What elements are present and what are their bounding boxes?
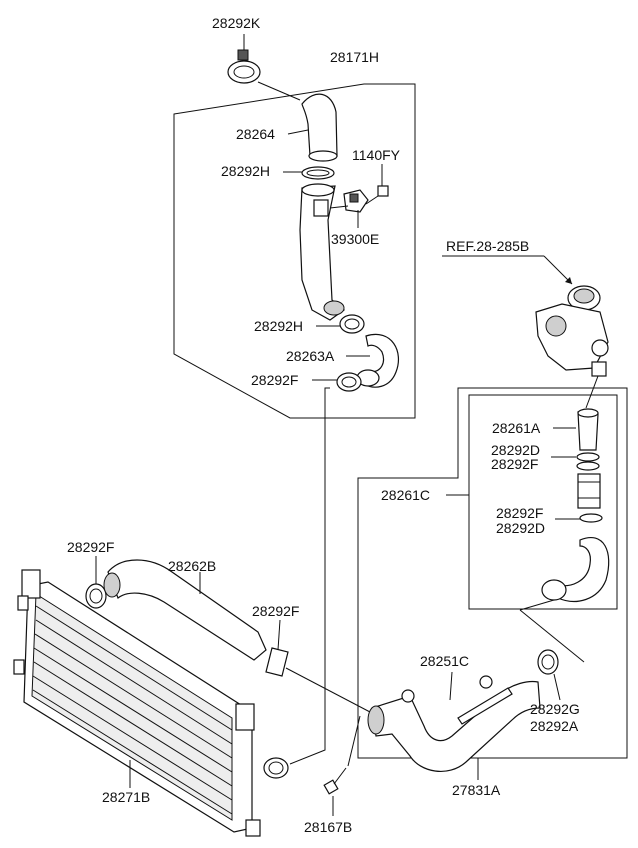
label-28292h-mid: 28292H — [254, 318, 303, 334]
label-28261c: 28261C — [381, 487, 430, 503]
label-28292f-b: 28292F — [496, 505, 543, 521]
sensor-39300e — [329, 189, 369, 213]
label-28292k: 28292K — [212, 15, 261, 31]
label-28292h-top: 28292H — [221, 163, 270, 179]
label-28292f-a: 28292F — [491, 456, 538, 472]
label-39300e: 39300E — [331, 231, 379, 247]
label-ref-28-285b: REF.28-285B — [446, 238, 529, 254]
label-28292g: 28292G — [530, 701, 580, 717]
label-28262b: 28262B — [168, 558, 216, 574]
clamp-28292f-left — [85, 583, 107, 609]
clamp-28292h-top — [301, 166, 335, 180]
group-box-27831a — [357, 387, 628, 759]
label-28292a: 28292A — [530, 718, 579, 734]
group-box-28171h — [173, 83, 416, 419]
bolt-28167b — [323, 715, 361, 795]
label-28292f-center: 28292F — [252, 603, 299, 619]
clamp-28292f-top — [336, 372, 362, 392]
label-27831a: 27831A — [452, 782, 501, 798]
hose-28262b — [103, 559, 267, 661]
clamp-28292h-mid — [339, 314, 365, 334]
label-28261a: 28261A — [492, 420, 541, 436]
hose-28263a — [356, 333, 400, 388]
clamp-28292f-28292d-lower — [579, 513, 603, 523]
label-28251c: 28251C — [420, 653, 469, 669]
bolt-1140fy — [365, 185, 389, 205]
hose-28264 — [301, 93, 338, 162]
label-28263a: 28263A — [286, 348, 335, 364]
clamp-28292d-28292f-upper — [576, 452, 600, 471]
turbocharger-ref-28-285b — [535, 285, 609, 377]
hose-28261c-elbow — [541, 537, 610, 602]
clamp-28292f-center — [265, 647, 289, 677]
label-28167b: 28167B — [304, 819, 352, 835]
label-28171h: 28171H — [330, 49, 379, 65]
clamp-28292g-28292a — [537, 649, 559, 675]
pipe-28251c — [367, 675, 541, 772]
hose-28261a — [577, 408, 599, 451]
group-box-28261c — [468, 394, 618, 610]
label-28292d-b: 28292D — [496, 520, 545, 536]
label-28271b: 28271B — [102, 789, 150, 805]
label-28264: 28264 — [236, 126, 275, 142]
label-28292f-left: 28292F — [67, 539, 114, 555]
intercooler-28271b — [13, 569, 289, 837]
label-1140fy: 1140FY — [352, 147, 401, 163]
clamp-28292k — [227, 49, 261, 84]
label-28292f-top: 28292F — [251, 372, 298, 388]
label-28292d-a: 28292D — [491, 442, 540, 458]
hose-28171h — [299, 183, 345, 321]
joint-pipe — [577, 473, 601, 509]
